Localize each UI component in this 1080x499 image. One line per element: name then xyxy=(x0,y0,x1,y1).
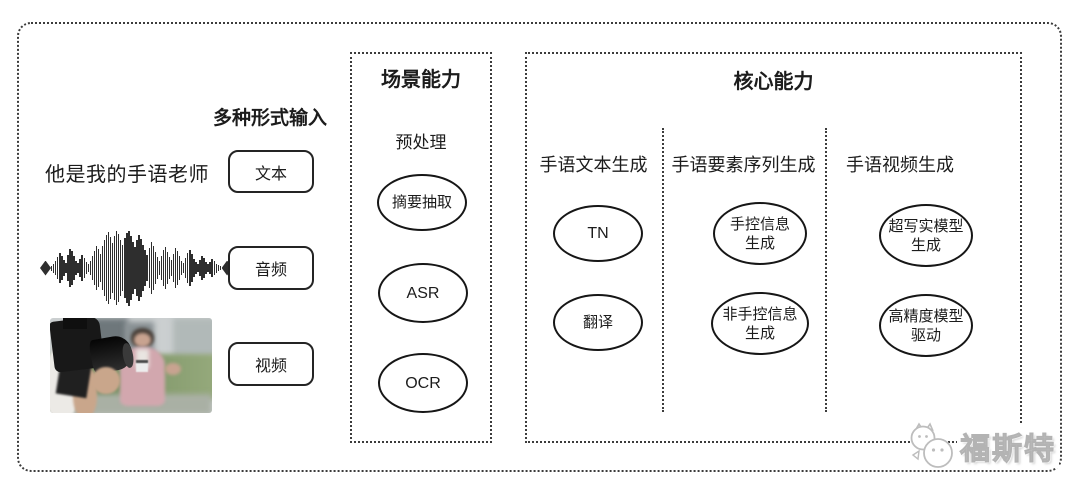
input-section-header: 多种形式输入 xyxy=(212,107,327,129)
node-translation: 翻译 xyxy=(553,294,643,351)
waveform-start-cap-icon xyxy=(40,260,51,276)
watermark: 福斯特 xyxy=(905,420,1059,472)
photo-reporter-face xyxy=(134,333,152,348)
core-capability-title: 核心能力 xyxy=(733,70,814,93)
node-non-manual-info-generation: 非手控信息 生成 xyxy=(711,292,809,355)
photo-microphone-icon xyxy=(135,359,148,373)
reporter-interview-photo xyxy=(50,318,212,413)
node-label-line1: 超写实模型 xyxy=(888,217,964,235)
node-label: TN xyxy=(587,225,609,242)
input-type-box-video: 视频 xyxy=(228,342,314,386)
node-label: 摘要抽取 xyxy=(391,194,452,211)
node-label: 翻译 xyxy=(582,314,613,331)
node-label-line1: 非手控信息 xyxy=(722,305,798,323)
scene-capability-box xyxy=(350,52,492,443)
diagram-outer-frame xyxy=(17,22,1062,472)
photo-photographer-hand xyxy=(92,367,120,394)
node-label-line2: 生成 xyxy=(744,234,775,252)
example-sentence-text: 他是我的手语老师 xyxy=(45,164,209,186)
photo-camera-top xyxy=(62,318,88,330)
watermark-text: 福斯特 xyxy=(957,424,1059,468)
node-label-line2: 生成 xyxy=(744,324,775,342)
node-label: ASR xyxy=(406,284,440,302)
column-header-sign-text-generation: 手语文本生成 xyxy=(539,155,648,175)
waveform-bars xyxy=(51,230,222,306)
node-hyperrealistic-model-generation: 超写实模型 生成 xyxy=(879,204,973,267)
node-label-line2: 生成 xyxy=(910,236,941,254)
input-type-label: 音频 xyxy=(254,262,287,279)
node-label: OCR xyxy=(405,374,441,392)
node-ocr: OCR xyxy=(378,353,468,413)
node-label-line1: 高精度模型 xyxy=(888,307,964,325)
input-type-label: 文本 xyxy=(254,165,287,183)
waveform-end-cap-icon xyxy=(221,260,233,276)
node-manual-info-generation: 手控信息 生成 xyxy=(713,202,807,265)
column-header-sign-element-sequence-generation: 手语要素序列生成 xyxy=(671,155,816,175)
photo-building-silhouette xyxy=(173,318,212,358)
node-summary-extraction: 摘要抽取 xyxy=(377,174,467,231)
column-header-sign-video-generation: 手语视频生成 xyxy=(846,155,954,175)
mascot-faces-logo-icon xyxy=(910,422,953,468)
scene-capability-title: 场景能力 xyxy=(381,68,461,91)
preprocessing-label: 预处理 xyxy=(395,132,447,152)
column-divider xyxy=(662,128,664,412)
node-label-line1: 手控信息 xyxy=(729,215,790,233)
core-capability-box xyxy=(525,52,1022,443)
node-high-precision-model-driving: 高精度模型 驱动 xyxy=(879,294,973,357)
node-tn: TN xyxy=(553,205,643,262)
audio-waveform xyxy=(40,230,233,306)
input-type-box-audio: 音频 xyxy=(228,246,314,290)
column-divider xyxy=(825,128,827,412)
input-type-label: 视频 xyxy=(254,358,287,375)
node-asr: ASR xyxy=(378,263,468,323)
node-label-line2: 驱动 xyxy=(910,326,941,344)
input-type-box-text: 文本 xyxy=(228,150,314,193)
photo-reporter-hand xyxy=(165,362,182,375)
